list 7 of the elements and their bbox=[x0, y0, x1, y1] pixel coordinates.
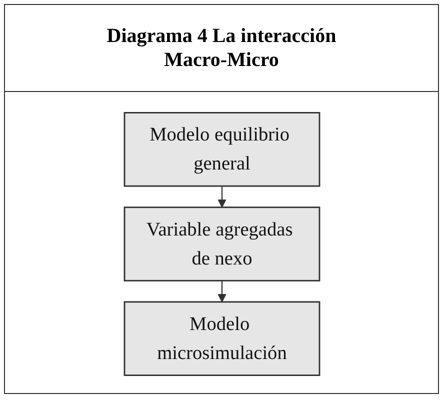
arrow bbox=[217, 186, 226, 208]
arrow bbox=[217, 280, 226, 302]
diagram-title: Diagrama 4 La interacción Macro-Micro bbox=[106, 24, 336, 72]
node-box bbox=[123, 301, 320, 376]
node-box bbox=[123, 206, 320, 282]
diagram-frame: Diagrama 4 La interacción Macro-Micro Modelo equilibrio general Variable agregadas de nexo Modelo microsimulación bbox=[4, 4, 439, 394]
node-box bbox=[123, 112, 320, 187]
